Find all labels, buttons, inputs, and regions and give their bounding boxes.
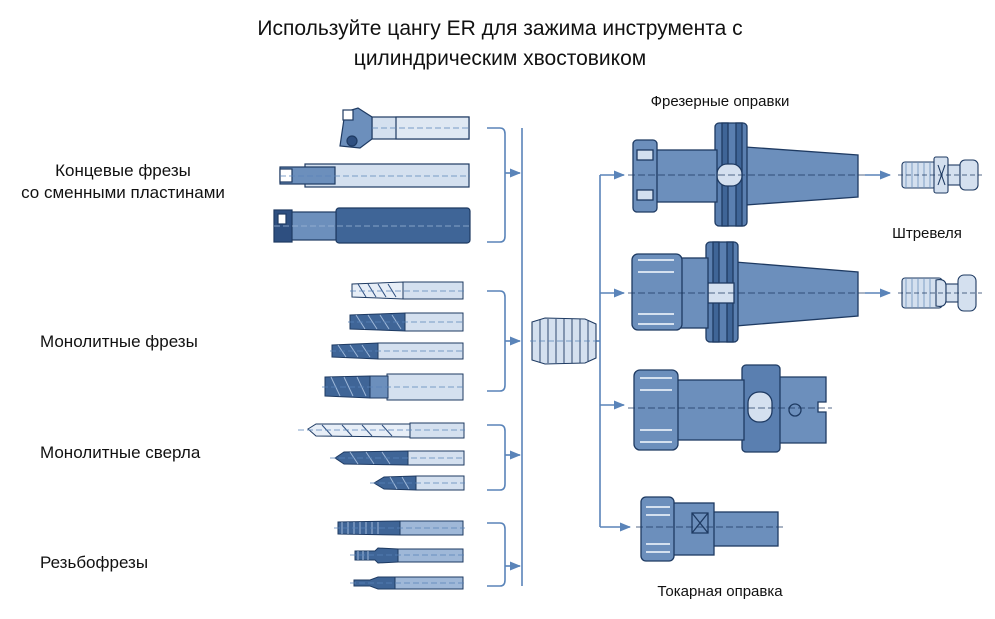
turning-holder: [636, 496, 785, 562]
solid-drill-2: [330, 450, 465, 466]
milling-holder-1: [628, 122, 866, 227]
page-title: Используйте цангу ER для зажима инструме…: [160, 14, 840, 74]
category-indexable-end-mills: Концевые фрезы со сменными пластинами: [0, 160, 246, 204]
indexable-end-mill-2: [279, 163, 470, 188]
pull-stud-1: [898, 156, 982, 194]
category-indexable-line-2: со сменными пластинами: [21, 183, 225, 202]
connector-lines: [487, 127, 892, 587]
indexable-end-mill-1: [339, 107, 470, 149]
title-line-2: цилиндрическим хвостовиком: [353, 47, 647, 70]
solid-drill-1: [298, 422, 465, 439]
title-line-1: Используйте цангу ER для зажима инструме…: [257, 17, 743, 40]
category-solid-mills: Монолитные фрезы: [40, 332, 198, 351]
category-thread-mills: Резьбофрезы: [40, 553, 149, 572]
turning-holder-header: Токарная оправка: [657, 583, 783, 600]
thread-mill-1: [334, 520, 465, 536]
category-solid-drills: Монолитные сверла: [40, 443, 201, 462]
thread-mill-2: [350, 547, 465, 564]
solid-mill-2: [348, 312, 465, 332]
indexable-end-mill-3: [273, 207, 471, 244]
milling-holder-3: [628, 364, 832, 453]
milling-holders-header: Фрезерные оправки: [650, 93, 790, 110]
solid-drill-3: [370, 475, 465, 491]
solid-mill-3: [330, 342, 465, 360]
pull-studs-label: Штревеля: [892, 225, 962, 242]
category-indexable-line-1: Концевые фрезы: [55, 161, 191, 180]
pull-stud-2: [898, 274, 982, 312]
milling-holder-2: [628, 241, 866, 343]
solid-mill-4: [322, 373, 465, 401]
solid-mill-1: [350, 281, 465, 300]
er-collet: [530, 317, 598, 365]
thread-mill-3: [350, 576, 465, 590]
